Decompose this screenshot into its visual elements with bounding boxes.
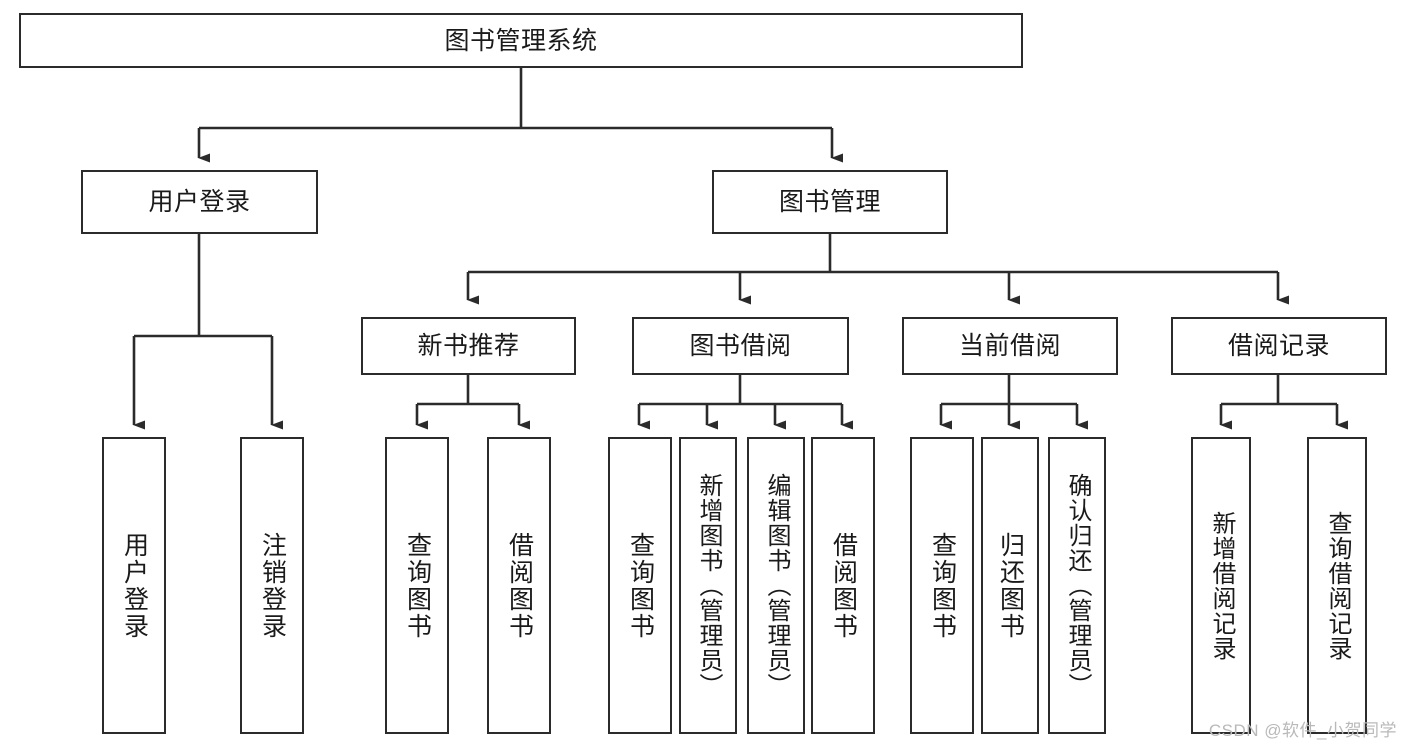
node-borrow-record[interactable]: 借阅记录 xyxy=(1171,317,1387,375)
node-label: 新书推荐 xyxy=(417,332,520,360)
node-label: 图书管理 xyxy=(778,188,881,216)
node-label: 新增图书（管理员） xyxy=(694,473,722,698)
node-label: 查询图书 xyxy=(928,531,957,640)
leaf-confirm-return-admin[interactable]: 确认归还（管理员） xyxy=(1048,437,1106,734)
leaf-query-book-recommend[interactable]: 查询图书 xyxy=(385,437,449,734)
leaf-edit-book-admin[interactable]: 编辑图书（管理员） xyxy=(747,437,805,734)
leaf-borrow-book-recommend[interactable]: 借阅图书 xyxy=(487,437,551,734)
leaf-logout[interactable]: 注销登录 xyxy=(240,437,304,734)
node-label: 查询图书 xyxy=(403,531,432,640)
leaf-user-login[interactable]: 用户登录 xyxy=(102,437,166,734)
node-root-book-management-system[interactable]: 图书管理系统 xyxy=(19,13,1023,68)
leaf-return-book[interactable]: 归还图书 xyxy=(981,437,1039,734)
node-book-borrow[interactable]: 图书借阅 xyxy=(632,317,849,375)
node-label: 查询图书 xyxy=(626,531,655,640)
node-label: 当前借阅 xyxy=(958,332,1061,360)
node-label: 图书借阅 xyxy=(689,332,792,360)
node-label: 借阅图书 xyxy=(829,531,858,640)
node-label: 确认归还（管理员） xyxy=(1063,473,1091,698)
node-label: 用户登录 xyxy=(120,531,149,640)
node-label: 注销登录 xyxy=(258,531,287,640)
leaf-query-book-current[interactable]: 查询图书 xyxy=(910,437,974,734)
node-label: 借阅记录 xyxy=(1227,332,1330,360)
leaf-borrow-book[interactable]: 借阅图书 xyxy=(811,437,875,734)
leaf-add-book-admin[interactable]: 新增图书（管理员） xyxy=(679,437,737,734)
node-label: 归还图书 xyxy=(996,531,1025,640)
node-label: 用户登录 xyxy=(148,188,251,216)
node-label: 借阅图书 xyxy=(505,531,534,640)
node-current-borrow[interactable]: 当前借阅 xyxy=(902,317,1118,375)
node-book-management[interactable]: 图书管理 xyxy=(712,170,948,234)
leaf-query-book-borrow[interactable]: 查询图书 xyxy=(608,437,672,734)
node-user-login[interactable]: 用户登录 xyxy=(81,170,318,234)
node-label: 新增借阅记录 xyxy=(1207,510,1235,661)
node-new-book-recommend[interactable]: 新书推荐 xyxy=(361,317,576,375)
leaf-query-borrow-record[interactable]: 查询借阅记录 xyxy=(1307,437,1367,734)
node-label: 查询借阅记录 xyxy=(1323,510,1351,661)
node-label: 编辑图书（管理员） xyxy=(762,473,790,698)
leaf-add-borrow-record[interactable]: 新增借阅记录 xyxy=(1191,437,1251,734)
csdn-watermark: CSDN @软件_小贺同学 xyxy=(1208,721,1397,740)
node-label: 图书管理系统 xyxy=(444,26,598,55)
